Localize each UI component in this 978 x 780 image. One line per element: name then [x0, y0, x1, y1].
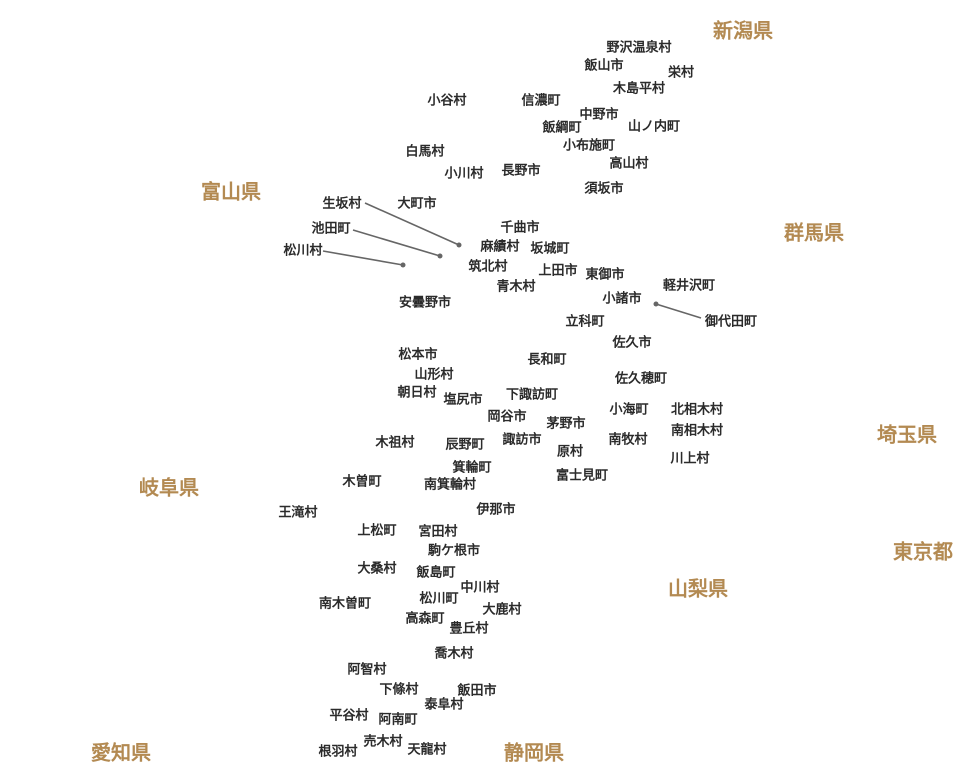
municipality-label: 箕輪町	[452, 460, 492, 476]
municipality-label: 南牧村	[608, 432, 648, 448]
leader-line	[655, 303, 702, 319]
prefecture-label: 愛知県	[91, 740, 151, 765]
prefecture-label: 山梨県	[668, 576, 728, 601]
municipality-label: 富士見町	[555, 468, 609, 484]
municipality-label: 山ノ内町	[627, 119, 681, 135]
leader-dot	[456, 242, 462, 248]
municipality-label: 上松町	[357, 523, 397, 539]
municipality-label: 小海町	[609, 402, 649, 418]
municipality-label: 大鹿村	[482, 602, 522, 618]
municipality-label: 坂城町	[530, 241, 570, 257]
municipality-label: 諏訪市	[502, 432, 542, 448]
municipality-label: 山形村	[414, 367, 454, 383]
municipality-label: 白馬村	[405, 144, 445, 160]
municipality-label: 千曲市	[500, 220, 540, 236]
prefecture-label: 新潟県	[713, 18, 773, 43]
municipality-label: 朝日村	[397, 385, 437, 401]
municipality-label: 伊那市	[476, 502, 516, 518]
municipality-label: 小諸市	[602, 291, 642, 307]
municipality-label: 池田町	[311, 221, 351, 237]
prefecture-label: 岐阜県	[139, 475, 199, 500]
municipality-label: 長和町	[527, 352, 567, 368]
municipality-label: 南木曽町	[318, 596, 372, 612]
municipality-label: 天龍村	[407, 742, 447, 758]
leader-dot	[653, 301, 659, 307]
municipality-label: 立科町	[565, 314, 605, 330]
municipality-label: 大桑村	[357, 561, 397, 577]
municipality-label: 飯綱町	[542, 120, 582, 136]
municipality-label: 安曇野市	[398, 295, 452, 311]
municipality-label: 小川村	[444, 166, 484, 182]
municipality-label: 野沢温泉村	[606, 40, 672, 56]
municipality-label: 高森町	[405, 611, 445, 627]
municipality-label: 飯山市	[584, 58, 624, 74]
leader-line	[352, 229, 441, 257]
leader-dot	[437, 253, 443, 259]
municipality-label: 原村	[556, 444, 584, 460]
municipality-label: 生坂村	[322, 196, 362, 212]
prefecture-label: 静岡県	[504, 740, 564, 765]
municipality-label: 青木村	[496, 279, 536, 295]
municipality-label: 中川村	[460, 580, 500, 596]
municipality-label: 須坂市	[584, 181, 624, 197]
municipality-label: 根羽村	[318, 744, 358, 760]
municipality-label: 佐久穂町	[614, 371, 668, 387]
municipality-label: 岡谷市	[487, 409, 527, 425]
prefecture-label: 東京都	[893, 539, 953, 564]
prefecture-label: 富山県	[201, 179, 261, 204]
municipality-label: 松本市	[398, 347, 438, 363]
municipality-label: 長野市	[501, 163, 541, 179]
municipality-label: 売木村	[363, 734, 403, 750]
municipality-label: 木曽町	[342, 474, 382, 490]
municipality-label: 喬木村	[434, 646, 474, 662]
municipality-label: 飯島町	[416, 565, 456, 581]
municipality-label: 高山村	[609, 156, 649, 172]
municipality-label: 麻績村	[480, 239, 520, 255]
municipality-label: 下諏訪町	[505, 387, 559, 403]
municipality-label: 南箕輪村	[423, 477, 477, 493]
leader-dot	[400, 262, 406, 268]
municipality-label: 大町市	[397, 196, 437, 212]
municipality-label: 中野市	[579, 107, 619, 123]
municipality-label: 茅野市	[546, 416, 586, 432]
municipality-label: 豊丘村	[449, 621, 489, 637]
municipality-label: 信濃町	[521, 93, 561, 109]
municipality-label: 上田市	[538, 263, 578, 279]
municipality-label: 松川町	[419, 591, 459, 607]
municipality-label: 宮田村	[418, 524, 458, 540]
prefecture-label: 埼玉県	[877, 422, 937, 447]
municipality-label: 小布施町	[562, 138, 616, 154]
municipality-label: 東御市	[585, 267, 625, 283]
municipality-label: 川上村	[670, 451, 710, 467]
municipality-label: 南相木村	[670, 423, 724, 439]
municipality-label: 松川村	[283, 243, 323, 259]
municipality-label: 木祖村	[375, 435, 415, 451]
municipality-label: 筑北村	[468, 259, 508, 275]
municipality-label: 阿智村	[347, 662, 387, 678]
municipality-label: 阿南町	[378, 712, 418, 728]
municipality-label: 辰野町	[445, 437, 485, 453]
municipality-label: 北相木村	[670, 402, 724, 418]
municipality-label: 佐久市	[612, 335, 652, 351]
municipality-label: 小谷村	[427, 93, 467, 109]
municipality-label: 軽井沢町	[662, 278, 716, 294]
leader-line	[364, 202, 460, 246]
municipality-label: 下條村	[379, 682, 419, 698]
municipality-label: 御代田町	[704, 314, 758, 330]
municipality-label: 王滝村	[278, 505, 318, 521]
municipality-label: 平谷村	[329, 708, 369, 724]
leader-line	[322, 250, 404, 266]
prefecture-label: 群馬県	[784, 220, 844, 245]
municipality-label: 飯田市	[457, 683, 497, 699]
municipality-label: 塩尻市	[443, 392, 483, 408]
municipality-label: 栄村	[667, 65, 695, 81]
municipality-label: 泰阜村	[424, 697, 464, 713]
municipality-label: 駒ケ根市	[427, 543, 481, 559]
municipality-label: 木島平村	[612, 81, 666, 97]
